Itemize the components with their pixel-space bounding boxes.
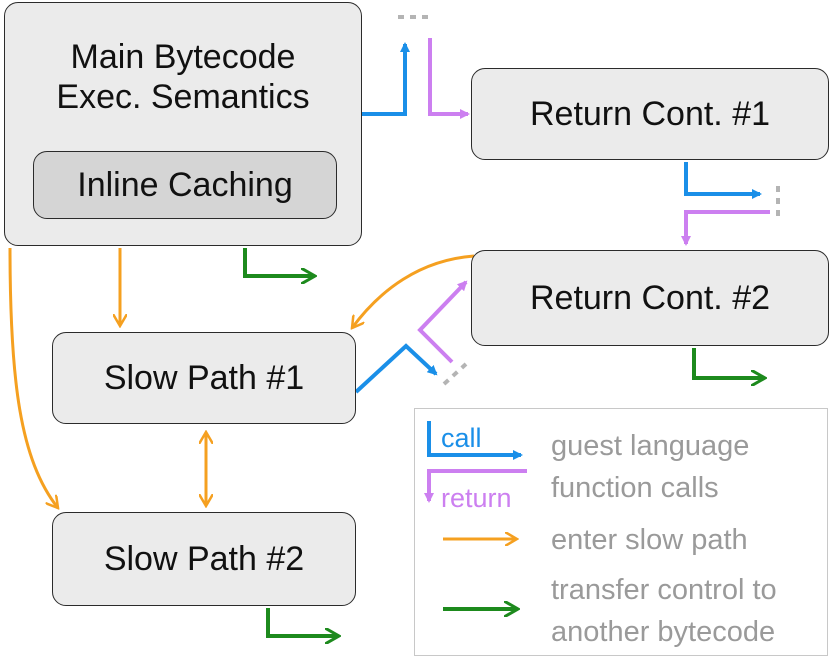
slow-path-arrow-ret2-to-slow1 — [352, 254, 475, 328]
legend: call return guest language function call… — [414, 408, 828, 656]
transfer-arrow-main — [243, 248, 314, 276]
legend-symbols — [424, 421, 527, 657]
legend-calls-line1: guest language — [551, 430, 750, 462]
legend-transfer-line1: transfer control to — [551, 574, 777, 606]
inline-caching-box: Inline Caching — [33, 151, 337, 219]
return-arrow-to-ret2 — [681, 210, 770, 246]
transfer-arrow-ret2 — [692, 348, 764, 378]
legend-return-label: return — [441, 483, 512, 513]
call-arrow-ret1 — [684, 162, 762, 199]
return-cont-2-box: Return Cont. #2 — [471, 250, 829, 346]
legend-slow-path-label: enter slow path — [551, 524, 748, 556]
return-arrow-slow1-to-ret2 — [417, 280, 468, 364]
call-arrow-slow1 — [354, 343, 438, 394]
slow-path-1-box: Slow Path #1 — [52, 332, 356, 424]
main-bytecode-box: Main Bytecode Exec. Semantics Inline Cac… — [4, 2, 362, 246]
return-cont-1-label: Return Cont. #1 — [529, 95, 771, 133]
main-box-title-line2: Exec. Semantics — [56, 78, 310, 116]
legend-return-arrow — [424, 469, 527, 503]
return-cont-1-box: Return Cont. #1 — [471, 68, 829, 160]
legend-call-label: call — [441, 423, 482, 453]
main-box-title-line1: Main Bytecode — [70, 38, 296, 76]
legend-call-arrow — [427, 421, 523, 460]
slow-path-2-box: Slow Path #2 — [52, 512, 356, 606]
return-cont-2-label: Return Cont. #2 — [529, 279, 771, 317]
return-arrow-to-ret1 — [428, 38, 470, 119]
slow-path-arrow-main-to-slow2 — [8, 247, 58, 508]
legend-calls-line2: function calls — [551, 472, 719, 504]
slow-path-2-label: Slow Path #2 — [103, 540, 305, 578]
dotted-continuation-slow1 — [442, 362, 468, 386]
inline-caching-label: Inline Caching — [77, 166, 293, 204]
slow-path-1-label: Slow Path #1 — [103, 359, 305, 397]
transfer-arrow-slow2 — [266, 608, 338, 636]
call-arrow-main — [362, 42, 410, 116]
legend-transfer-line2: another bytecode — [551, 616, 776, 648]
